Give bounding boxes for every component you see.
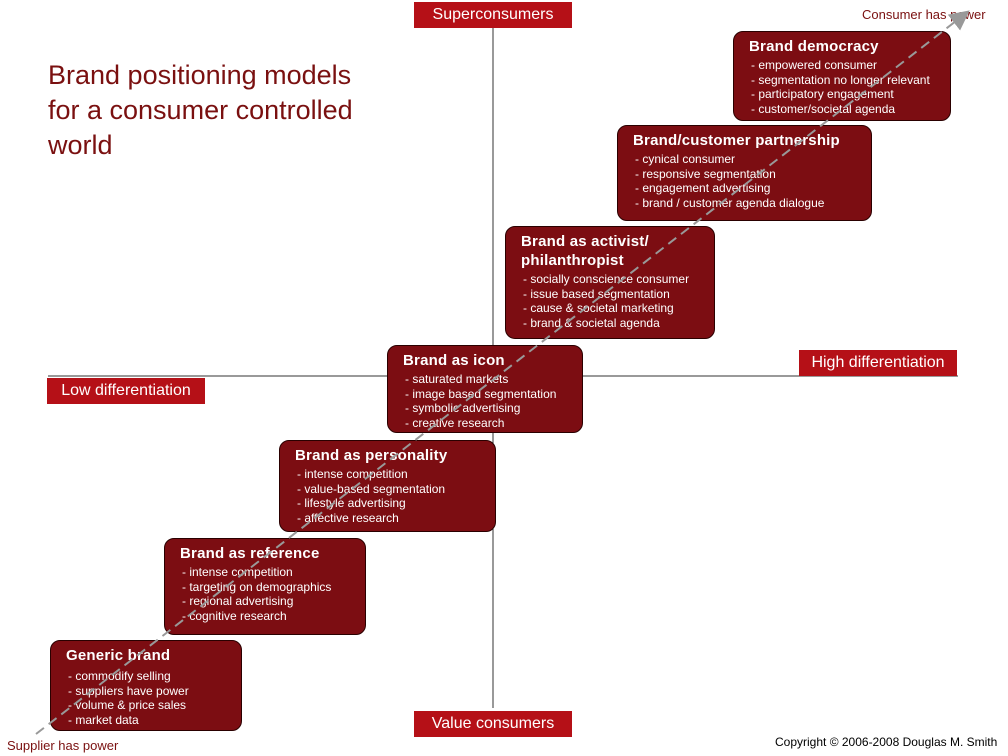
box-brand-democracy: Brand democracy - empowered consumer - s… — [733, 31, 951, 121]
list-item: - intense competition — [297, 467, 408, 481]
list-item: - creative research — [405, 415, 505, 430]
axis-label-right: High differentiation — [799, 350, 957, 376]
list-item: - value-based segmentation — [297, 481, 446, 496]
list-item: - segmentation no longer relevant — [751, 72, 930, 87]
box-title: Brand/customer partnership — [633, 132, 840, 149]
list-item: - brand / customer agenda dialogue — [635, 195, 825, 210]
list-item: - market data — [68, 712, 139, 727]
list-item: - socially conscience consumer — [523, 272, 690, 286]
axis-label-top: Superconsumers — [414, 2, 572, 28]
list-item: - volume & price sales — [68, 698, 187, 713]
corner-label-top-right: Consumer has power — [862, 7, 986, 22]
list-item: - cause & societal marketing — [523, 301, 674, 316]
box-brand-as-personality: Brand as personality - intense competiti… — [279, 440, 496, 532]
box-title: Brand as personality — [295, 447, 448, 464]
box-brand-as-reference: Brand as reference - intense competition… — [164, 538, 366, 635]
box-brand-as-activist: Brand as activist/ philanthropist - soci… — [505, 226, 715, 339]
page-title: Brand positioning models for a consumer … — [48, 60, 353, 160]
list-item: - commodify selling — [68, 669, 171, 683]
list-item: - brand & societal agenda — [523, 315, 660, 330]
axis-label-bottom: Value consumers — [414, 711, 572, 737]
list-item: - targeting on demographics — [182, 579, 332, 594]
list-item: - engagement advertising — [635, 181, 771, 196]
corner-label-bottom-left: Supplier has power — [7, 738, 119, 753]
copyright-text: Copyright © 2006-2008 Douglas M. Smith — [775, 735, 998, 749]
list-item: - image based segmentation — [405, 386, 557, 401]
list-item: - regional advertising — [182, 594, 294, 609]
axis-label-left: Low differentiation — [47, 378, 205, 404]
box-title: Brand as reference — [180, 545, 320, 562]
list-item: - cognitive research — [182, 608, 287, 623]
list-item: - participatory engagement — [751, 87, 894, 102]
list-item: - lifestyle advertising — [297, 496, 406, 511]
box-brand-customer-partnership: Brand/customer partnership - cynical con… — [617, 125, 872, 221]
box-title: Generic brand — [66, 647, 171, 664]
box-brand-as-icon: Brand as icon - saturated markets - imag… — [387, 345, 583, 433]
list-item: - cynical consumer — [635, 152, 736, 166]
list-item: - issue based segmentation — [523, 286, 670, 301]
list-item: - symbolic advertising — [405, 401, 521, 416]
box-title: Brand as activist/ philanthropist — [521, 233, 649, 269]
list-item: - suppliers have power — [68, 683, 189, 698]
box-generic-brand: Generic brand - commodify selling - supp… — [50, 640, 242, 731]
list-item: - customer/societal agenda — [751, 101, 896, 116]
list-item: - responsive segmentation — [635, 166, 776, 181]
box-title: Brand as icon — [403, 352, 505, 369]
list-item: - empowered consumer — [751, 58, 878, 72]
list-item: - saturated markets — [405, 372, 509, 386]
list-item: - affective research — [297, 510, 399, 525]
box-title: Brand democracy — [749, 38, 879, 55]
list-item: - intense competition — [182, 565, 293, 579]
